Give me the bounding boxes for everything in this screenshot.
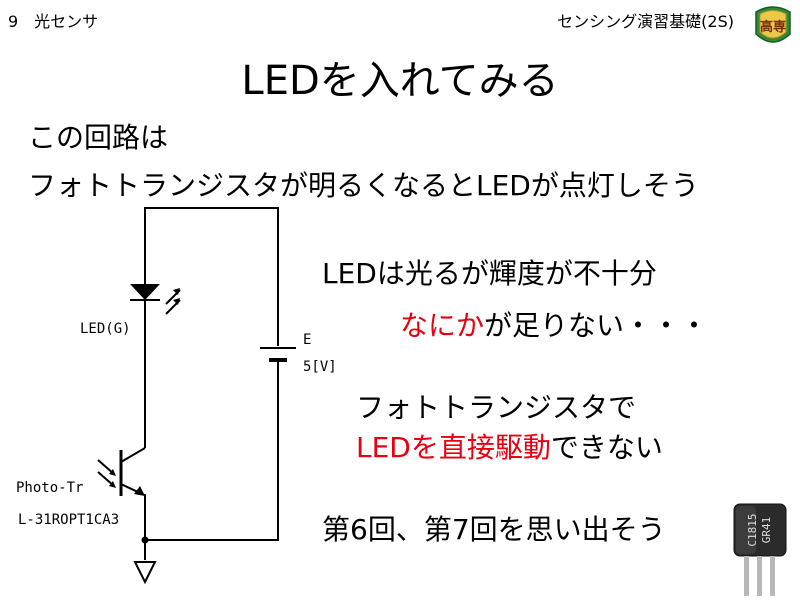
slide-title: LEDを入れてみる: [241, 58, 559, 104]
emphasis-something: なにか: [400, 309, 485, 342]
point-cannot-drive: LEDを直接駆動できない: [356, 426, 663, 466]
transistor-photo: C1815 GR41: [733, 503, 787, 596]
point-led-brightness: LEDは光るが輝度が不十分: [322, 257, 657, 290]
emitter-arrowhead: [134, 486, 145, 496]
ground-symbol: [133, 561, 157, 585]
transistor-label: Photo-Tr: [16, 480, 83, 496]
transistor-part-number: L-31ROPT1CA3: [18, 512, 119, 528]
circuit-diagram: LED(G) E 5[V] Photo-Tr L-31ROPT1CA3: [16, 207, 337, 585]
led-label: LED(G): [80, 321, 131, 337]
intro-line-2: フォトトランジスタが明るくなるとLEDが点灯しそう: [28, 169, 699, 202]
phototransistor-arrowhead-1: [109, 469, 116, 476]
point-something-missing: なにかが足りない・・・: [400, 304, 708, 344]
led-anode-triangle: [130, 284, 160, 300]
phototransistor-arrowhead-2: [109, 481, 116, 488]
point-phototransistor: フォトトランジスタで: [356, 391, 637, 424]
source-label: E: [303, 332, 311, 348]
course-title: センシング演習基礎(2S): [557, 12, 734, 31]
point-recall-lessons: 第6回、第7回を思い出そう: [322, 513, 666, 546]
source-value: 5[V]: [303, 359, 337, 375]
emphasis-direct-drive: LEDを直接駆動: [356, 431, 551, 464]
transistor-collector: [120, 447, 146, 463]
photo-marking-1: C1815: [746, 513, 759, 546]
led-arrowhead-2: [173, 298, 180, 305]
wire-right-bottom: [145, 360, 279, 541]
junction-node: [141, 536, 149, 544]
wire-top: [144, 207, 279, 346]
photo-marking-2: GR41: [760, 517, 773, 544]
intro-line-1: この回路は: [28, 121, 169, 154]
led-arrowhead-1: [173, 288, 180, 295]
school-emblem-logo: 高専: [755, 6, 791, 43]
point-something-rest: が足りない・・・: [484, 309, 709, 342]
logo-text: 高専: [760, 19, 786, 35]
point-cannot-drive-rest: できない: [550, 431, 663, 464]
chapter-label: 9 光センサ: [8, 12, 99, 31]
